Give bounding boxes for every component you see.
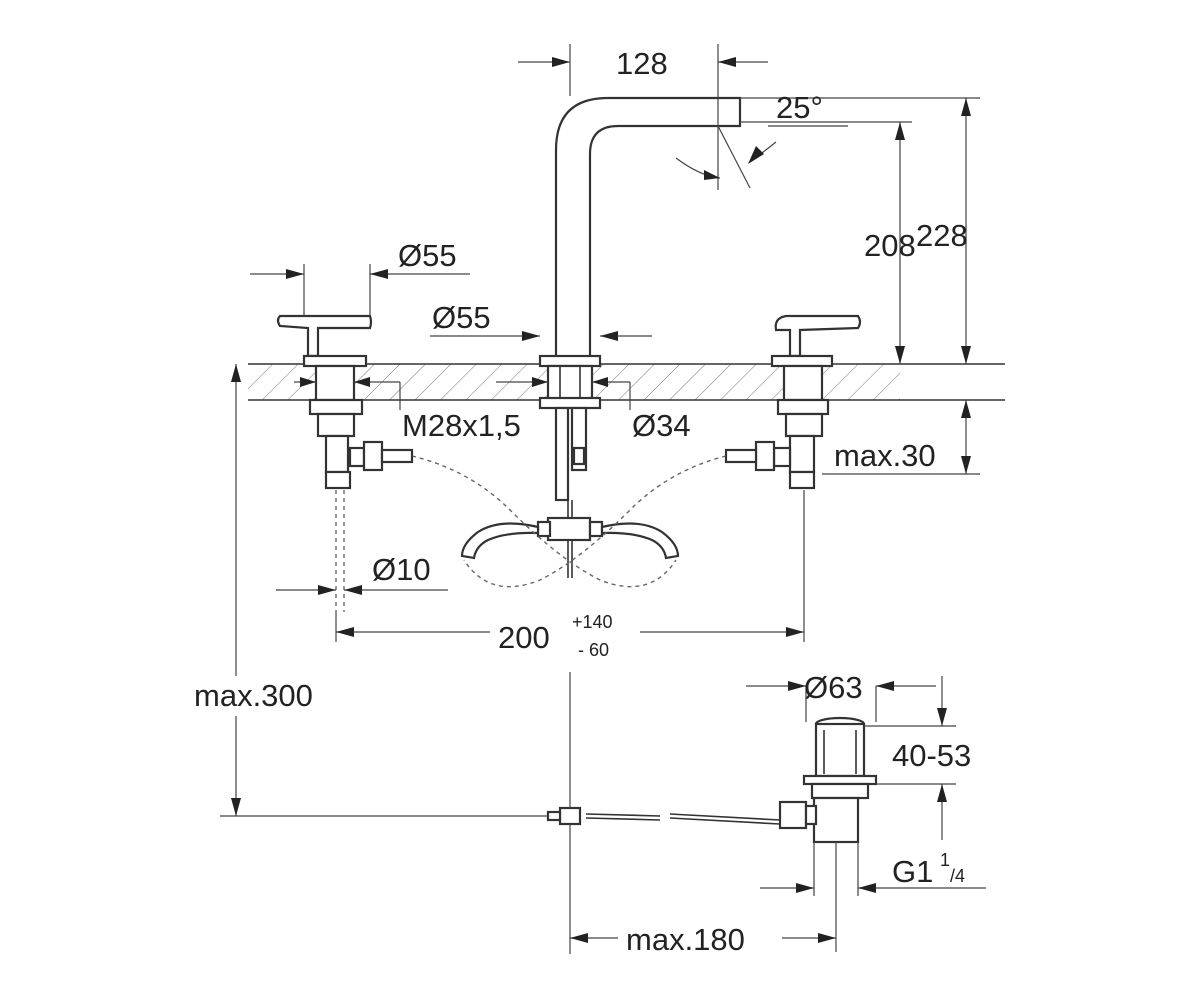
dimension-labels: 128 25° 208 228 Ø55 Ø55 M28x1,5 Ø34 max.… bbox=[194, 46, 971, 957]
label-handle-diameter: Ø55 bbox=[398, 238, 457, 273]
label-waste-thread-num: 1 bbox=[940, 850, 950, 870]
pop-up-waste bbox=[546, 716, 878, 844]
label-spacing-tol-minus: - 60 bbox=[578, 640, 609, 660]
dimension-lines bbox=[220, 44, 986, 954]
label-hole-diameter: Ø34 bbox=[632, 408, 691, 443]
label-waste-diameter: Ø63 bbox=[804, 670, 863, 705]
label-spout-reach: 128 bbox=[616, 46, 668, 81]
label-spout-angle: 25° bbox=[776, 90, 823, 125]
label-waste-thread-main: G1 bbox=[892, 854, 933, 889]
label-spacing-tol-plus: +140 bbox=[572, 612, 613, 632]
label-spout-base-diameter: Ø55 bbox=[432, 300, 491, 335]
label-max-rod: max.180 bbox=[626, 922, 745, 957]
label-waste-height: 40-53 bbox=[892, 738, 971, 773]
spout bbox=[538, 96, 742, 578]
label-max-drop: max.300 bbox=[194, 678, 313, 713]
flex-hoses bbox=[411, 455, 727, 588]
label-spacing: 200 bbox=[498, 620, 550, 655]
label-waste-thread-den: /4 bbox=[950, 866, 965, 886]
right-handle-valve bbox=[724, 314, 862, 490]
label-pipe-diameter: Ø10 bbox=[372, 552, 431, 587]
label-spout-height-inner: 208 bbox=[864, 228, 916, 263]
tee-connector bbox=[460, 516, 680, 560]
label-max-counter-thickness: max.30 bbox=[834, 438, 936, 473]
label-thread: M28x1,5 bbox=[402, 408, 521, 443]
left-handle-valve bbox=[276, 314, 414, 612]
label-spout-height-outer: 228 bbox=[916, 218, 968, 253]
